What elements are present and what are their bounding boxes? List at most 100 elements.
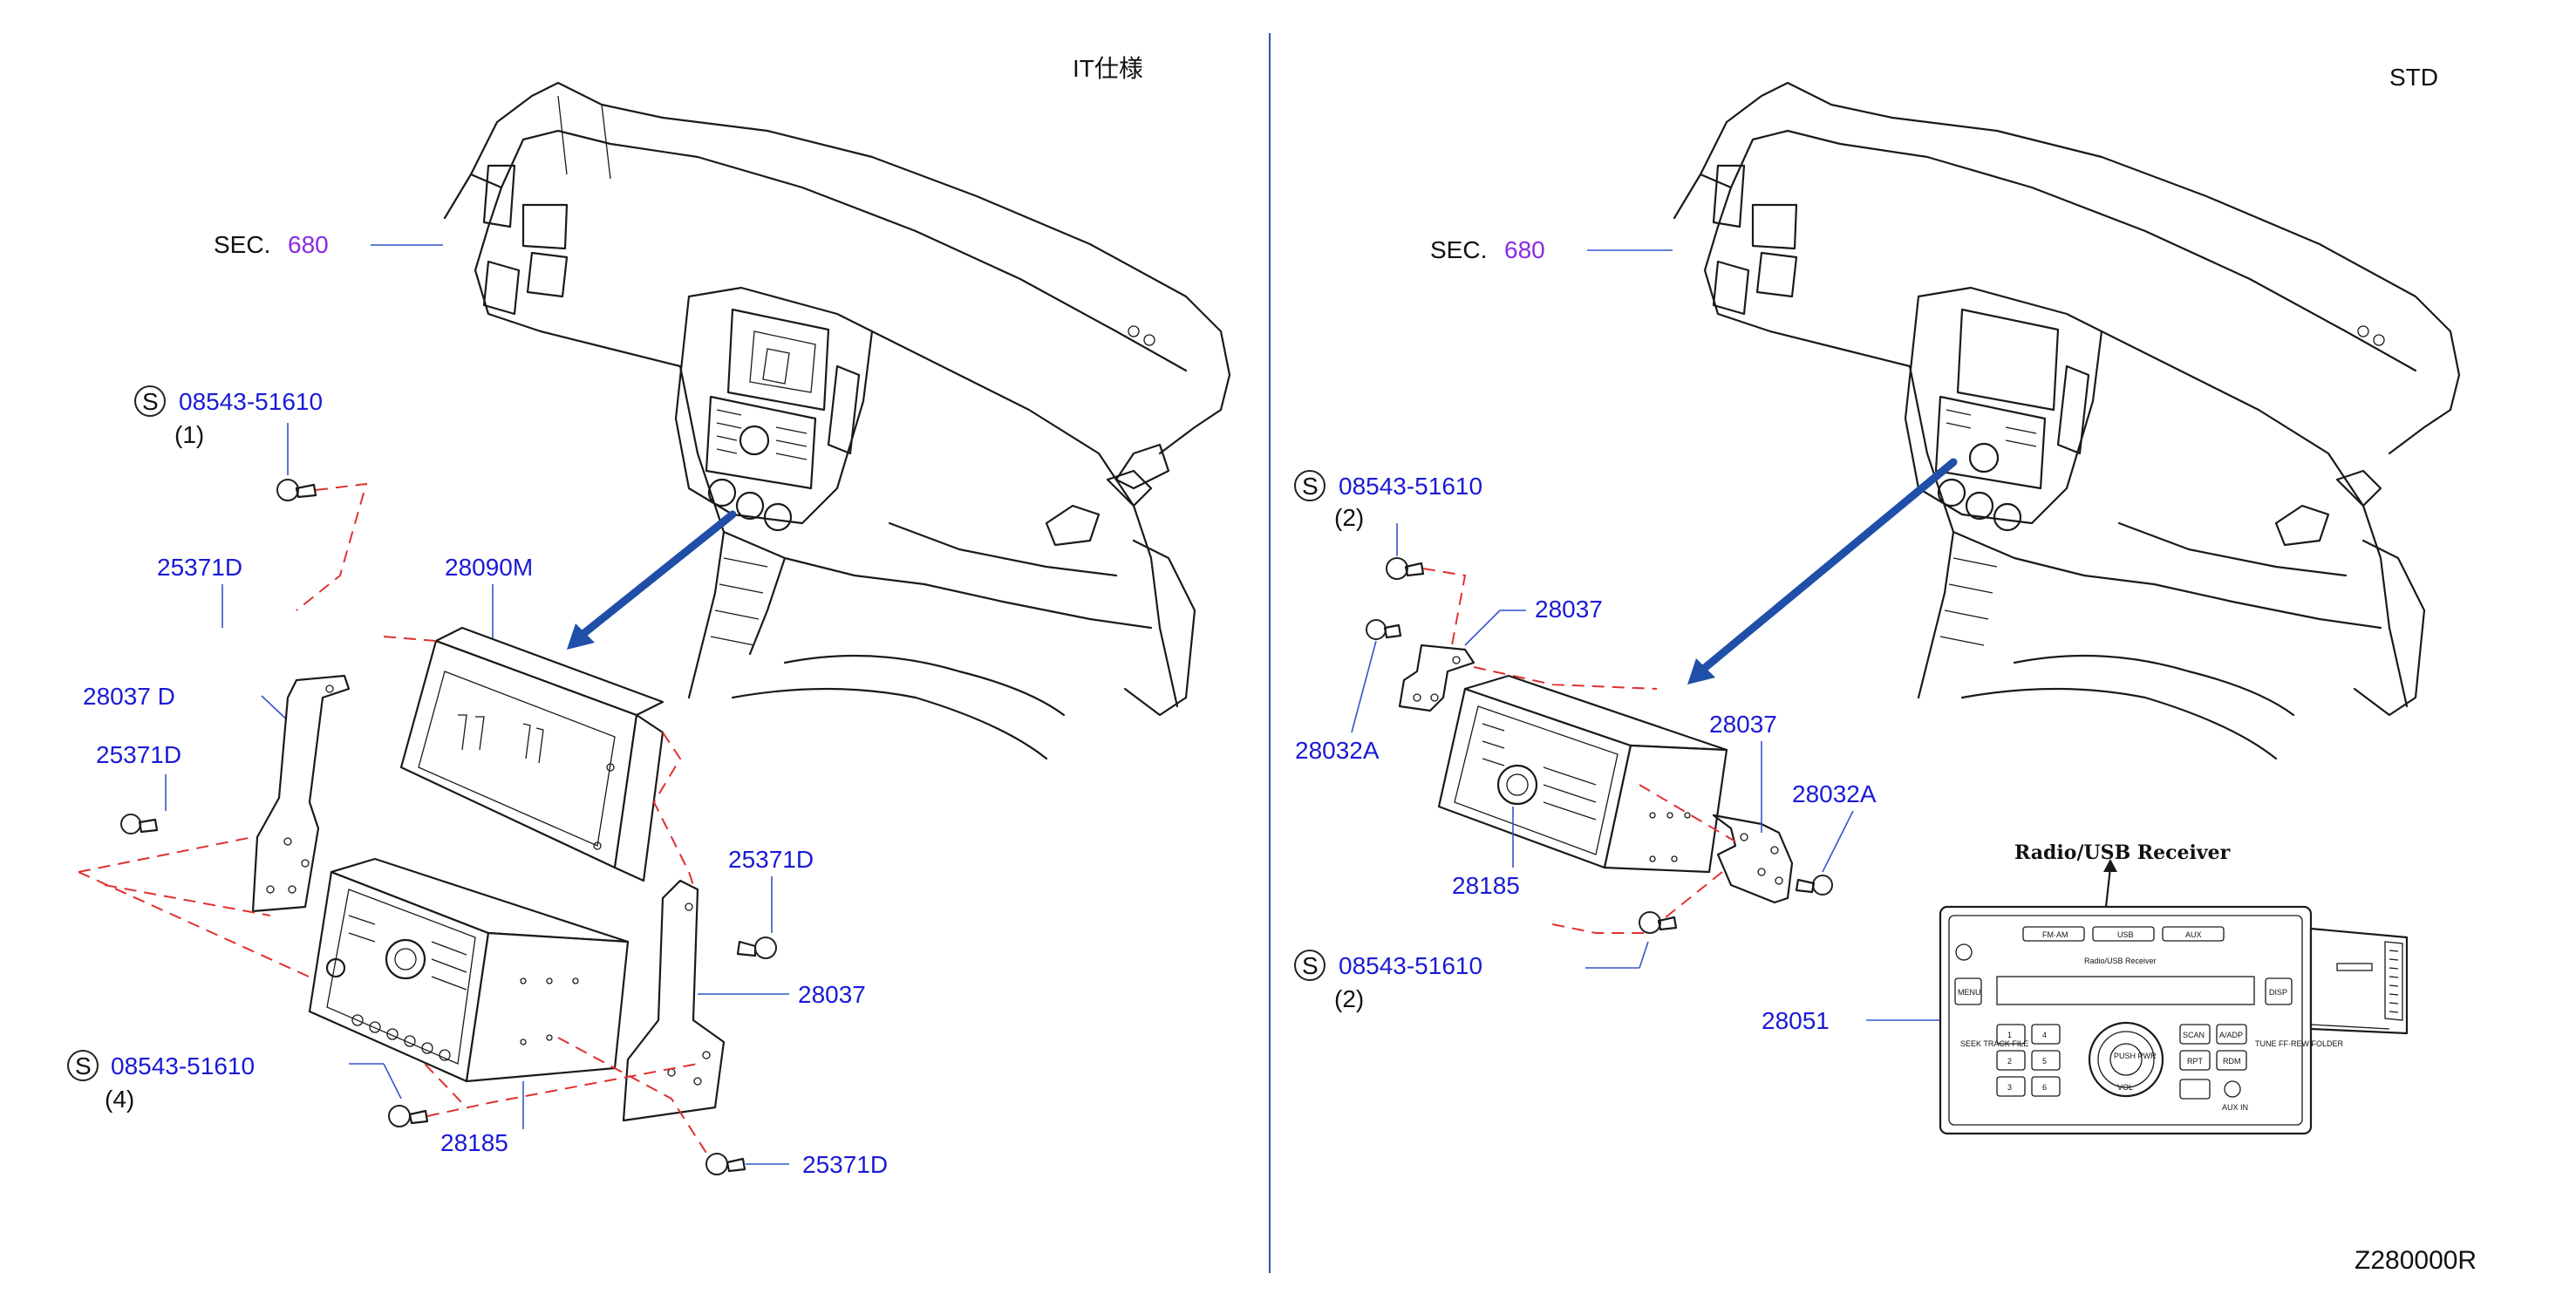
btn-scan: SCAN [2183,1031,2205,1039]
right-screw-part-top: 08543-51610 [1339,473,1482,500]
right-screw-bottom [1639,911,1678,934]
left-screw-symbol-circle-b [67,1050,99,1081]
left-dash-3 [78,836,463,1104]
volume-knob [2088,1021,2164,1098]
btn-tune: TUNE FF·REW FOLDER [2255,1039,2343,1048]
left-screw-part: 08543-51610 [179,388,323,415]
left-label-28037-b: 28037 [798,981,866,1008]
right-dashboard [1673,81,2461,760]
right-dash-2 [1473,666,1658,690]
right-screw-28032a-b [1795,875,1833,896]
btn-fm-am-frame [2022,926,2085,942]
knob-push: PUSH PWR [2114,1052,2157,1060]
btn-amp: A/ADP [2219,1031,2243,1039]
right-leader-28032a-a [1351,640,1377,733]
left-radio-unit [308,857,630,1083]
preset-5: 5 [2042,1057,2047,1066]
usb-port [2179,1079,2211,1100]
btn-aux: AUX [2185,930,2202,939]
aux-in-jack [2224,1080,2241,1098]
btn-menu-frame [1954,977,1982,1005]
right-label-28032a-a: 28032A [1295,737,1380,764]
right-label-28185: 28185 [1452,872,1520,899]
left-screw-c [736,936,777,959]
right-label-28037-a: 28037 [1535,596,1603,623]
left-dash-4 [426,1037,712,1161]
btn-disp-frame [2265,977,2293,1005]
btn-disp: DISP [2269,988,2287,997]
receiver-face-title: Radio/USB Receiver [2084,957,2157,965]
left-leader-screw-bottom-b [383,1063,402,1100]
left-sec-label: SEC. [214,231,270,258]
left-dash-2 [383,636,699,899]
left-label-25371d-b: 25371D [96,741,181,768]
left-label-28185: 28185 [440,1129,508,1156]
left-screw-e [705,1153,746,1175]
left-screw-part-bottom: 08543-51610 [111,1052,255,1079]
right-label-28037-b: 28037 [1709,711,1777,738]
left-screw-symbol-circle [134,385,166,417]
right-screw-qty-top: (2) [1334,504,1364,531]
right-screw-qty-bottom: (2) [1334,985,1364,1012]
diagram-code: Z280000R [2355,1246,2477,1275]
radio-usb-receiver: FM·AM USB AUX Radio/USB Receiver MENU DI… [1939,905,2409,1135]
left-display-unit [399,626,664,882]
right-screw-part-bottom: 08543-51610 [1339,952,1482,979]
btn-rpt: RPT [2187,1057,2204,1066]
btn-usb-frame [2092,926,2155,942]
preset-3: 3 [2007,1083,2012,1092]
left-panel-title: IT仕様 [1073,55,1143,82]
right-screw-symbol-circle-b [1294,950,1325,981]
left-install-arrow [576,510,737,641]
receiver-title: Radio/USB Receiver [2014,841,2231,864]
left-screw-top [276,479,317,501]
right-bracket-b [1712,814,1794,904]
right-screw-28032a-a [1366,619,1402,640]
left-screw-qty-bottom: (4) [105,1086,134,1113]
right-label-28051: 28051 [1762,1007,1830,1034]
right-arrow-head [1687,658,1715,684]
right-dash-3 [1551,784,1736,934]
right-sec-number: 680 [1504,236,1545,263]
right-panel-title: STD [2389,64,2438,91]
left-label-25371d-d: 25371D [802,1151,888,1178]
aux-in-label: AUX IN [2222,1103,2248,1112]
knob-vol: VOL [2117,1083,2133,1092]
right-dash-1 [1422,568,1467,646]
right-leader-28032a-b [1822,810,1854,873]
left-screw-symbol-b: S [75,1052,92,1079]
preset-2: 2 [2007,1057,2012,1066]
receiver-display [1996,976,2255,1005]
left-bracket-b [622,879,726,1122]
left-screw-b [120,814,159,834]
preset-6: 6 [2042,1083,2047,1092]
left-label-28090m: 28090M [445,554,533,581]
left-screw-symbol: S [142,388,159,415]
btn-usb: USB [2117,930,2134,939]
btn-aux-frame [2162,926,2225,942]
right-install-arrow [1696,458,1958,676]
eject-button [1955,943,1973,961]
btn-seek: SEEK TRACK FILE [1960,1039,2028,1048]
left-label-25371d-a: 25371D [157,554,242,581]
right-radio-unit [1437,674,1728,874]
preset-4: 4 [2042,1031,2047,1039]
left-label-25371d-c: 25371D [728,846,814,873]
left-sec-number: 680 [288,231,329,258]
preset-1: 1 [2007,1031,2012,1039]
right-bracket-a [1398,644,1475,712]
right-leader-screw-bottom-b [1639,941,1649,969]
btn-fm-am: FM·AM [2042,930,2068,939]
right-sec-label: SEC. [1430,236,1487,263]
right-screw-symbol: S [1302,473,1319,500]
left-screw-qty: (1) [174,421,204,448]
receiver-title-arrow [2103,859,2117,872]
left-dash-1 [296,482,368,611]
right-screw-top [1386,557,1425,580]
left-arrow-head [567,623,595,650]
btn-rdm: RDM [2223,1057,2241,1066]
btn-menu: MENU [1958,988,1981,997]
left-bracket-a [251,674,351,913]
right-screw-symbol-b: S [1302,952,1319,979]
